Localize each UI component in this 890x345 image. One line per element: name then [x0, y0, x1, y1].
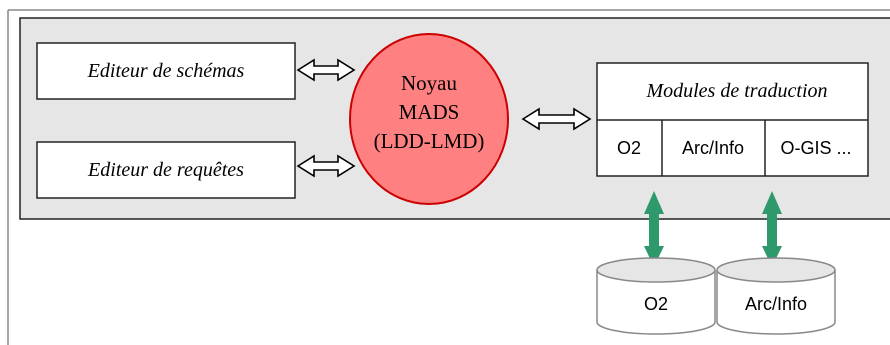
database-arcinfo-label: Arc/Info — [745, 294, 807, 314]
query-editor-label: Editeur de requêtes — [87, 159, 244, 181]
core-label-mads: MADS — [399, 100, 460, 124]
query-editor-box: Editeur de requêtes — [36, 141, 296, 199]
core-label-noyau: Noyau — [401, 71, 457, 95]
module-ogis: O-GIS ... — [780, 138, 851, 158]
core-modules-arrow — [521, 107, 592, 131]
database-o2: O2 — [596, 257, 716, 335]
translation-modules-box: Modules de traduction O2 Arc/Info O-GIS … — [596, 62, 869, 177]
editor-core-arrow-top — [296, 58, 356, 82]
editor-core-arrow-bottom — [296, 154, 356, 178]
database-o2-label: O2 — [644, 294, 668, 314]
module-arcinfo: Arc/Info — [682, 138, 744, 158]
database-arcinfo: Arc/Info — [716, 257, 836, 335]
db-arrow-o2 — [644, 191, 664, 267]
core-label-ldd-lmd: (LDD-LMD) — [374, 129, 485, 153]
core-circle: Noyau MADS (LDD-LMD) — [349, 33, 509, 205]
modules-title: Modules de traduction — [645, 80, 827, 102]
schema-editor-label: Editeur de schémas — [87, 60, 245, 82]
schema-editor-box: Editeur de schémas — [36, 42, 296, 100]
db-arrow-arcinfo — [762, 191, 782, 267]
module-o2: O2 — [617, 138, 641, 158]
